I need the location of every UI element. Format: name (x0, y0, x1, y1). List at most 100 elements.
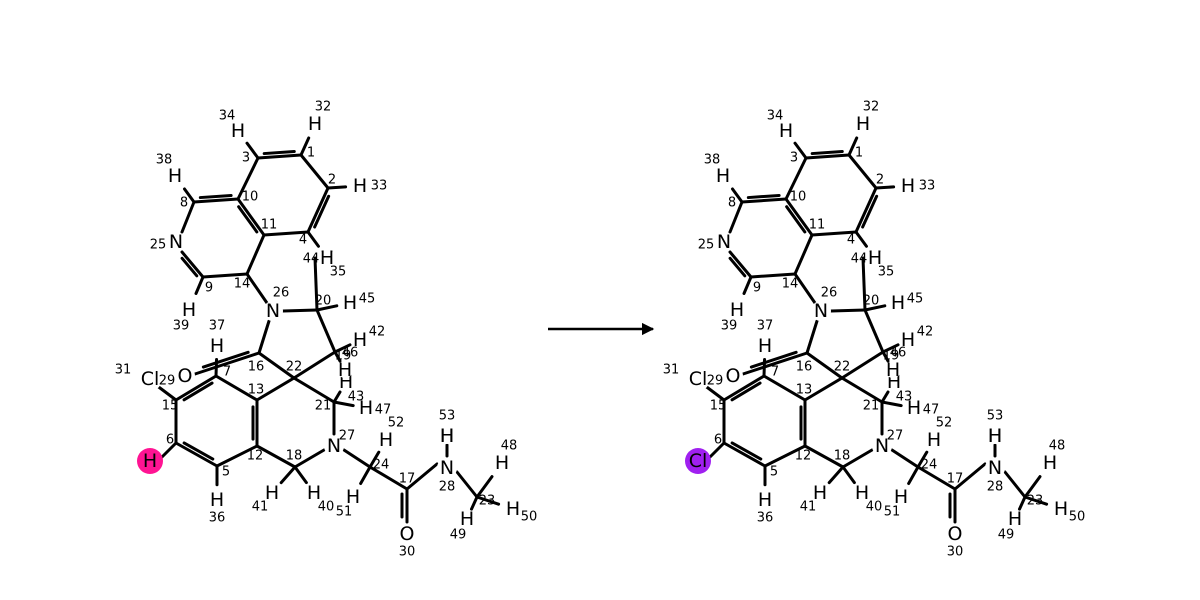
label-backdrop (1042, 455, 1058, 471)
aromatic-bond (182, 441, 215, 461)
product-atom-index: 48 (1049, 439, 1066, 454)
reactant-atom-index: 39 (173, 319, 190, 334)
aromatic-bond (722, 441, 767, 468)
reactant-atom-index: 28 (439, 480, 456, 495)
hydrogen-atom: H (855, 482, 869, 504)
hydrogen-atom: H (210, 335, 224, 357)
label-backdrop (900, 178, 916, 194)
reactant-atom-index: 31 (115, 363, 132, 378)
hydrogen-atom: H (379, 429, 393, 451)
label-backdrop (175, 366, 195, 386)
hydrogen-bond (861, 256, 867, 312)
product-atom-index: 13 (796, 383, 813, 398)
label-backdrop (505, 501, 521, 517)
label-backdrop (494, 455, 510, 471)
aromatic-bond (728, 250, 753, 279)
label-backdrop (811, 301, 831, 321)
aromatic-bond (174, 441, 219, 468)
aromatic-bond (245, 233, 266, 276)
label-backdrop (209, 492, 225, 508)
hydrogen-atom: H (813, 482, 827, 504)
label-backdrop (1007, 511, 1023, 527)
hydrogen-bond (1023, 495, 1049, 506)
aromatic-bond (174, 374, 218, 402)
label-backdrop (307, 116, 323, 132)
product-atom-index: 39 (721, 319, 738, 334)
hydrogen-bond (299, 136, 311, 157)
product-atom-index: 19 (883, 349, 900, 364)
product-atom-index: 7 (771, 365, 779, 380)
aromatic-bond (237, 205, 259, 234)
hydrogen-atom: H (182, 299, 196, 321)
aromatic-bond (262, 230, 310, 237)
nitrogen-atom: N (266, 300, 280, 322)
product-atom-index: 38 (704, 153, 721, 168)
aromatic-bond (784, 197, 814, 237)
product-atom-index: 35 (878, 265, 895, 280)
single-bond (863, 308, 885, 354)
single-bond (803, 376, 844, 402)
nitrogen-atom: N (169, 231, 183, 253)
label-backdrop (855, 116, 871, 132)
reactant-atom-index: 46 (342, 346, 359, 361)
product-atom-index: 42 (917, 325, 934, 340)
product-atom-index: 46 (890, 346, 907, 361)
aromatic-bond (730, 441, 763, 461)
aromatic-bond (722, 374, 766, 402)
hydrogen-bond (880, 390, 890, 404)
label-backdrop (230, 123, 246, 139)
label-backdrop (729, 302, 745, 318)
aromatic-bond (762, 374, 807, 402)
reactant-atom-index: 42 (369, 325, 386, 340)
single-bond (160, 441, 178, 459)
hydrogen-bond (916, 450, 929, 469)
product-atom-index: 27 (887, 429, 904, 444)
reactant-atom-index: 36 (209, 511, 226, 526)
label-backdrop (319, 250, 335, 266)
hydrogen-atom: H (168, 165, 182, 187)
reactant-atom-index: 18 (286, 449, 303, 464)
hydrogen-atom: H (353, 175, 367, 197)
hydrogen-atom: H (988, 425, 1002, 447)
label-backdrop (264, 485, 280, 501)
aromatic-bond (182, 381, 214, 402)
hydrogen-bond (847, 136, 859, 157)
hydrogen-bond (245, 141, 260, 160)
label-backdrop (378, 432, 394, 448)
hydrogen-atom: H (231, 120, 245, 142)
aromatic-bond (192, 197, 240, 204)
chlorine-atom: Cl (141, 368, 160, 390)
single-bond (793, 272, 817, 305)
label-backdrop (723, 366, 743, 386)
hydrogen-bond (475, 495, 501, 506)
reactant-atom-index: 3 (242, 151, 250, 166)
hydrogen-atom: H (779, 120, 793, 142)
reactant-atom-index: 21 (315, 399, 332, 414)
hydrogen-atom: H (758, 335, 772, 357)
product-atom-index: 14 (782, 277, 799, 292)
reactant-atom-index: 35 (330, 265, 347, 280)
aromatic-bond (740, 197, 788, 204)
label-backdrop (397, 524, 417, 544)
hydrogen-atom: H (901, 329, 915, 351)
reactant-atom-index: 13 (248, 383, 265, 398)
reactant-atom-index: 12 (247, 449, 264, 464)
product-atom-index: 4 (847, 233, 855, 248)
hydrogen-bond (1018, 495, 1027, 511)
product-atom-index: 6 (714, 433, 722, 448)
hydrogen-bond (332, 390, 342, 404)
hydrogen-atom: H (758, 489, 772, 511)
hydrogen-bond (470, 495, 479, 511)
oxygen-atom: O (178, 365, 193, 387)
reactant-atom-index: 7 (223, 365, 231, 380)
product-atom-index: 25 (698, 238, 715, 253)
hydrogen-bond (183, 187, 196, 204)
single-bond (916, 465, 957, 491)
single-bond (257, 351, 296, 380)
single-bond (245, 272, 269, 305)
label-backdrop (352, 332, 368, 348)
hydrogen-atom: H (506, 498, 520, 520)
hydrogen-bond (359, 465, 372, 485)
oxygen-atom: O (400, 523, 415, 545)
hydrogen-atom: H (901, 175, 915, 197)
